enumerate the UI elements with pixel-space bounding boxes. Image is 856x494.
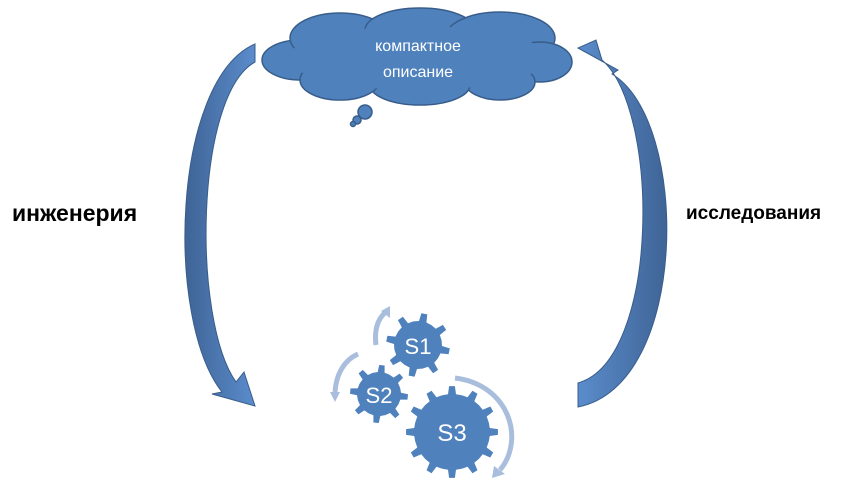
rotation-arrowheads: [330, 306, 505, 478]
rotation-arrows: [332, 310, 515, 472]
cloud-text-line2: описание: [382, 64, 454, 81]
gear-s2: [350, 365, 408, 423]
s2-rotation-arrow: [332, 351, 360, 393]
gear-s1: [386, 313, 450, 377]
research-label: исследования: [686, 203, 822, 224]
s1-rotation-arrow: [373, 310, 388, 346]
research-arrow: [576, 39, 668, 408]
gear-s2-label: S2: [366, 383, 393, 408]
gear-s3-label: S3: [437, 420, 466, 447]
gear-s3: [406, 386, 498, 478]
engineering-label: инженерия: [12, 200, 138, 226]
cloud-shape: [261, 7, 573, 128]
cloud-text-line1: компактное: [375, 38, 461, 55]
gears-group: [350, 313, 498, 478]
engineering-arrow: [184, 43, 256, 407]
gear-s1-label: S1: [405, 334, 432, 359]
s3-rotation-arrow: [454, 375, 515, 472]
